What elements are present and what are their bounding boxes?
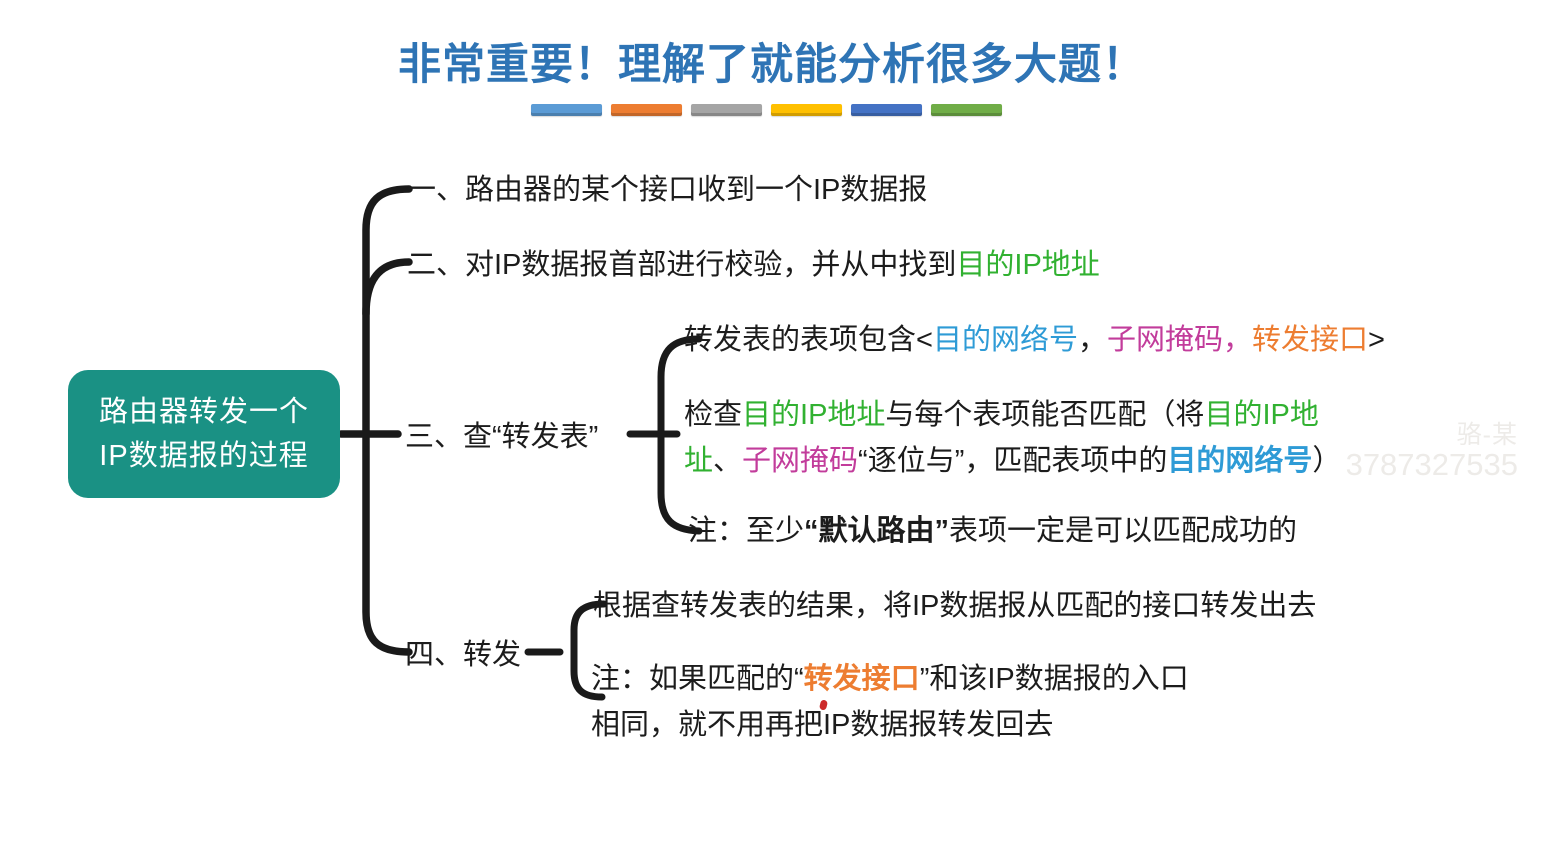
main-brace-branch-two [362,258,413,318]
default-route-note-text: 注：至少“默认路由”表项一定是可以匹配成功的 [688,515,1298,547]
dest-network-highlight: 目的网络号 [932,324,1078,356]
main-brace-outline [362,185,413,656]
forward-action-text: 根据查转发表的结果，将IP数据报从匹配的接口转发出去 [593,590,1317,622]
match-rule-text: 检查目的IP地址与每个表项能否匹配（将目的IP地 址、子网掩码“逐位与”，匹配表… [684,399,1342,477]
branch-two-text: 二、对IP数据报首部进行校验，并从中找到目的IP地址 [407,249,1100,281]
legend-bar-darkblue [851,104,922,116]
forward-note-text: 注：如果匹配的“转发接口”和该IP数据报的入口 相同，就不用再把IP数据报转发回… [591,663,1189,741]
dest-ip-highlight: 目的IP地址 [956,249,1100,281]
four-brace-outline [570,600,608,701]
forwarding-table-entry-text: 转发表的表项包含<目的网络号，子网掩码，转发接口> [684,324,1385,356]
legend-bar-orange [611,104,682,116]
dest-ip-highlight: 目的IP地址 [742,399,886,431]
subnet-mask-highlight: 子网掩码 [1106,324,1223,356]
branch-four-label: 四、转发 [405,639,522,671]
root-node-line2: IP数据报的过程 [99,440,309,472]
dest-ip-highlight: 目的IP地 [1204,399,1319,431]
legend-bars [531,104,1002,116]
dest-network-highlight: 目的网络号 [1167,445,1313,477]
watermark: 骆-某 3787327535 [1330,422,1518,481]
dest-ip-highlight: 址 [684,445,714,477]
watermark-number: 3787327535 [1345,447,1518,482]
legend-bar-gray [691,104,762,116]
root-node: 路由器转发一个 IP数据报的过程 [68,370,340,498]
forward-port-highlight: 转发接口 [1252,324,1369,356]
default-route-highlight: “默认路由” [804,515,950,547]
page-title: 非常重要！理解了就能分析很多大题！ [398,42,1146,89]
watermark-name: 骆-某 [1456,421,1518,449]
subnet-mask-highlight: 子网掩码 [742,445,859,477]
branch-three-label: 三、查“转发表” [405,421,599,453]
legend-bar-blue [531,104,602,116]
branch-one-text: 一、路由器的某个接口收到一个IP数据报 [407,174,928,206]
root-node-line1: 路由器转发一个 [98,396,309,428]
legend-bar-yellow [771,104,842,116]
legend-bar-green [931,104,1002,116]
forward-port-highlight: 转发接口 [803,663,920,695]
